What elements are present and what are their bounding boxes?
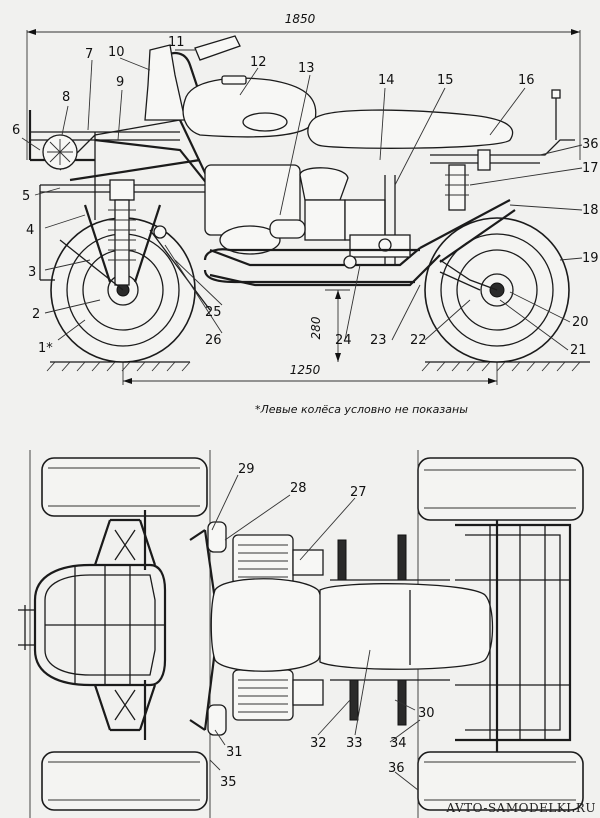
label-9: 9 [116, 75, 124, 90]
top-engine [232, 534, 324, 721]
label-14: 14 [378, 73, 395, 88]
label-34: 34 [390, 736, 407, 751]
label-1: 1* [38, 341, 53, 356]
leader-lines-top [209, 474, 421, 791]
label-36-top: 36 [388, 761, 405, 776]
label-7: 7 [85, 47, 93, 62]
label-15: 15 [437, 73, 454, 88]
label-27: 27 [350, 485, 367, 500]
engine [204, 164, 411, 269]
label-28: 28 [290, 481, 307, 496]
label-10: 10 [108, 45, 125, 60]
seat [307, 109, 514, 149]
label-5: 5 [22, 189, 30, 204]
top-front-rack [18, 510, 167, 740]
label-26: 26 [205, 333, 222, 348]
front-rack [28, 110, 210, 281]
label-17: 17 [582, 161, 599, 176]
ground-line [46, 361, 590, 372]
label-13: 13 [298, 61, 315, 76]
wheelbase-value: 1250 [290, 363, 321, 377]
label-32: 32 [310, 736, 327, 751]
label-12: 12 [250, 55, 267, 70]
label-35: 35 [220, 775, 237, 790]
leader-lines-side [21, 49, 583, 351]
label-8: 8 [62, 90, 70, 105]
label-22: 22 [410, 333, 427, 348]
top-view-labels: 29 28 27 30 31 32 33 34 35 36 [220, 462, 435, 790]
rear-shock [445, 149, 491, 211]
handlebar [144, 35, 241, 121]
wheels-caption: *Левые колёса условно не показаны [255, 403, 468, 416]
label-31: 31 [226, 745, 243, 760]
label-36-side: 36 [582, 137, 599, 152]
label-24: 24 [335, 333, 352, 348]
side-view-labels: 1* 2 3 4 5 6 7 8 9 10 11 12 13 14 15 16 … [12, 35, 599, 358]
label-25: 25 [205, 305, 222, 320]
label-2: 2 [32, 307, 40, 322]
top-tank-seat [210, 578, 494, 672]
dimension-ground-clearance: 280 [309, 289, 350, 362]
label-16: 16 [518, 73, 535, 88]
label-11: 11 [168, 35, 185, 50]
label-20: 20 [572, 315, 589, 330]
side-view: 1850 1250 280 [12, 12, 599, 416]
label-21: 21 [570, 343, 587, 358]
overall-length-value: 1850 [285, 12, 316, 26]
ground-clearance-value: 280 [309, 316, 323, 339]
label-18: 18 [582, 203, 599, 218]
exhaust [203, 248, 420, 284]
label-29: 29 [238, 462, 255, 477]
watermark: AVTO-SAMODELKI.RU [445, 801, 596, 815]
front-suspension [59, 179, 211, 311]
main-frame [69, 89, 575, 291]
fuel-tank [182, 75, 317, 138]
top-view: 29 28 27 30 31 32 33 34 35 36 AVTO-SAMOD… [18, 450, 596, 818]
label-23: 23 [370, 333, 387, 348]
dimension-overall-length: 1850 [26, 12, 581, 160]
label-3: 3 [28, 265, 36, 280]
top-wheels [29, 450, 584, 818]
label-30: 30 [418, 706, 435, 721]
label-33: 33 [346, 736, 363, 751]
top-rear-rack [455, 523, 572, 742]
label-19: 19 [582, 251, 599, 266]
label-4: 4 [26, 223, 34, 238]
label-6: 6 [12, 123, 20, 138]
